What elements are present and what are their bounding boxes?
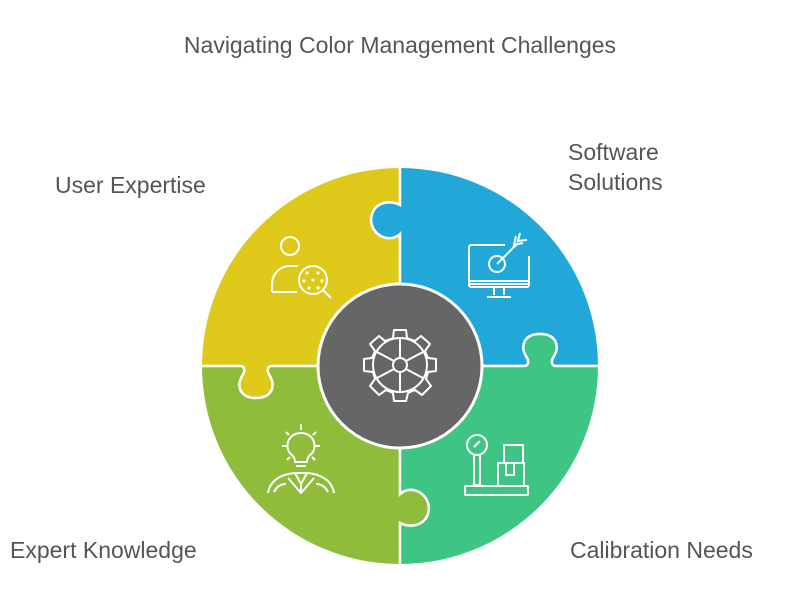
label-software-line2: Solutions (568, 169, 663, 195)
lightbulb-person-icon (267, 424, 335, 495)
label-software-solutions: Software Solutions (568, 137, 663, 197)
label-calibration-needs: Calibration Needs (570, 537, 753, 563)
diagram-title: Navigating Color Management Challenges (183, 32, 617, 58)
scale-package-icon (464, 434, 529, 496)
label-expert-knowledge: Expert Knowledge (10, 537, 197, 563)
monitor-target-icon (468, 232, 530, 298)
user-search-icon (271, 236, 332, 299)
label-software-line1: Software (568, 139, 659, 165)
center-hub (316, 282, 484, 450)
label-user-expertise: User Expertise (55, 172, 206, 198)
gear-wheel-icon (363, 329, 437, 402)
